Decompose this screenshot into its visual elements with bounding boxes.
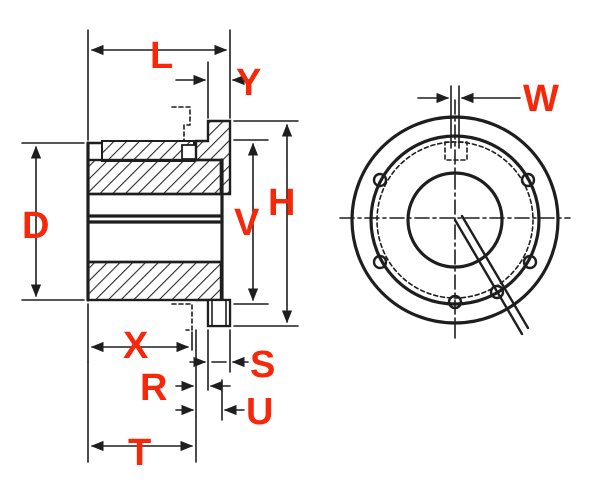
flange-outer-circle	[350, 115, 560, 325]
label-L: L	[150, 35, 173, 77]
dimension-labels: L Y D V H X S R U T W	[22, 35, 559, 474]
label-H: H	[268, 182, 295, 224]
label-D: D	[22, 205, 49, 247]
upper-wall-section	[86, 158, 223, 196]
lower-wall-section	[86, 260, 223, 302]
bolt-hole	[372, 254, 388, 270]
label-V: V	[234, 202, 260, 244]
hidden-screw-top	[171, 106, 191, 142]
split-line-b	[460, 214, 530, 330]
label-U: U	[246, 391, 273, 433]
label-Y: Y	[236, 62, 261, 104]
bolt-hole	[522, 254, 538, 270]
bolt-hole	[372, 172, 388, 188]
front-view	[339, 85, 571, 339]
body-circle	[369, 134, 541, 306]
hidden-screw-bottom	[171, 303, 193, 331]
label-R: R	[140, 367, 167, 409]
hidden-keyway	[444, 141, 468, 161]
label-W: W	[523, 78, 559, 120]
split-line-a	[453, 218, 524, 336]
side-dimensions	[21, 29, 299, 463]
set-screw	[206, 298, 232, 328]
thread-detail-end	[181, 144, 197, 160]
label-T: T	[128, 432, 151, 474]
label-S: S	[250, 344, 275, 386]
bolt-hole	[447, 294, 463, 310]
thread-detail	[101, 140, 195, 162]
bolt-hole	[520, 172, 536, 188]
bolt-hole	[489, 284, 505, 300]
side-section-view	[86, 106, 232, 331]
bore-circle	[406, 171, 504, 269]
label-X: X	[123, 325, 149, 367]
